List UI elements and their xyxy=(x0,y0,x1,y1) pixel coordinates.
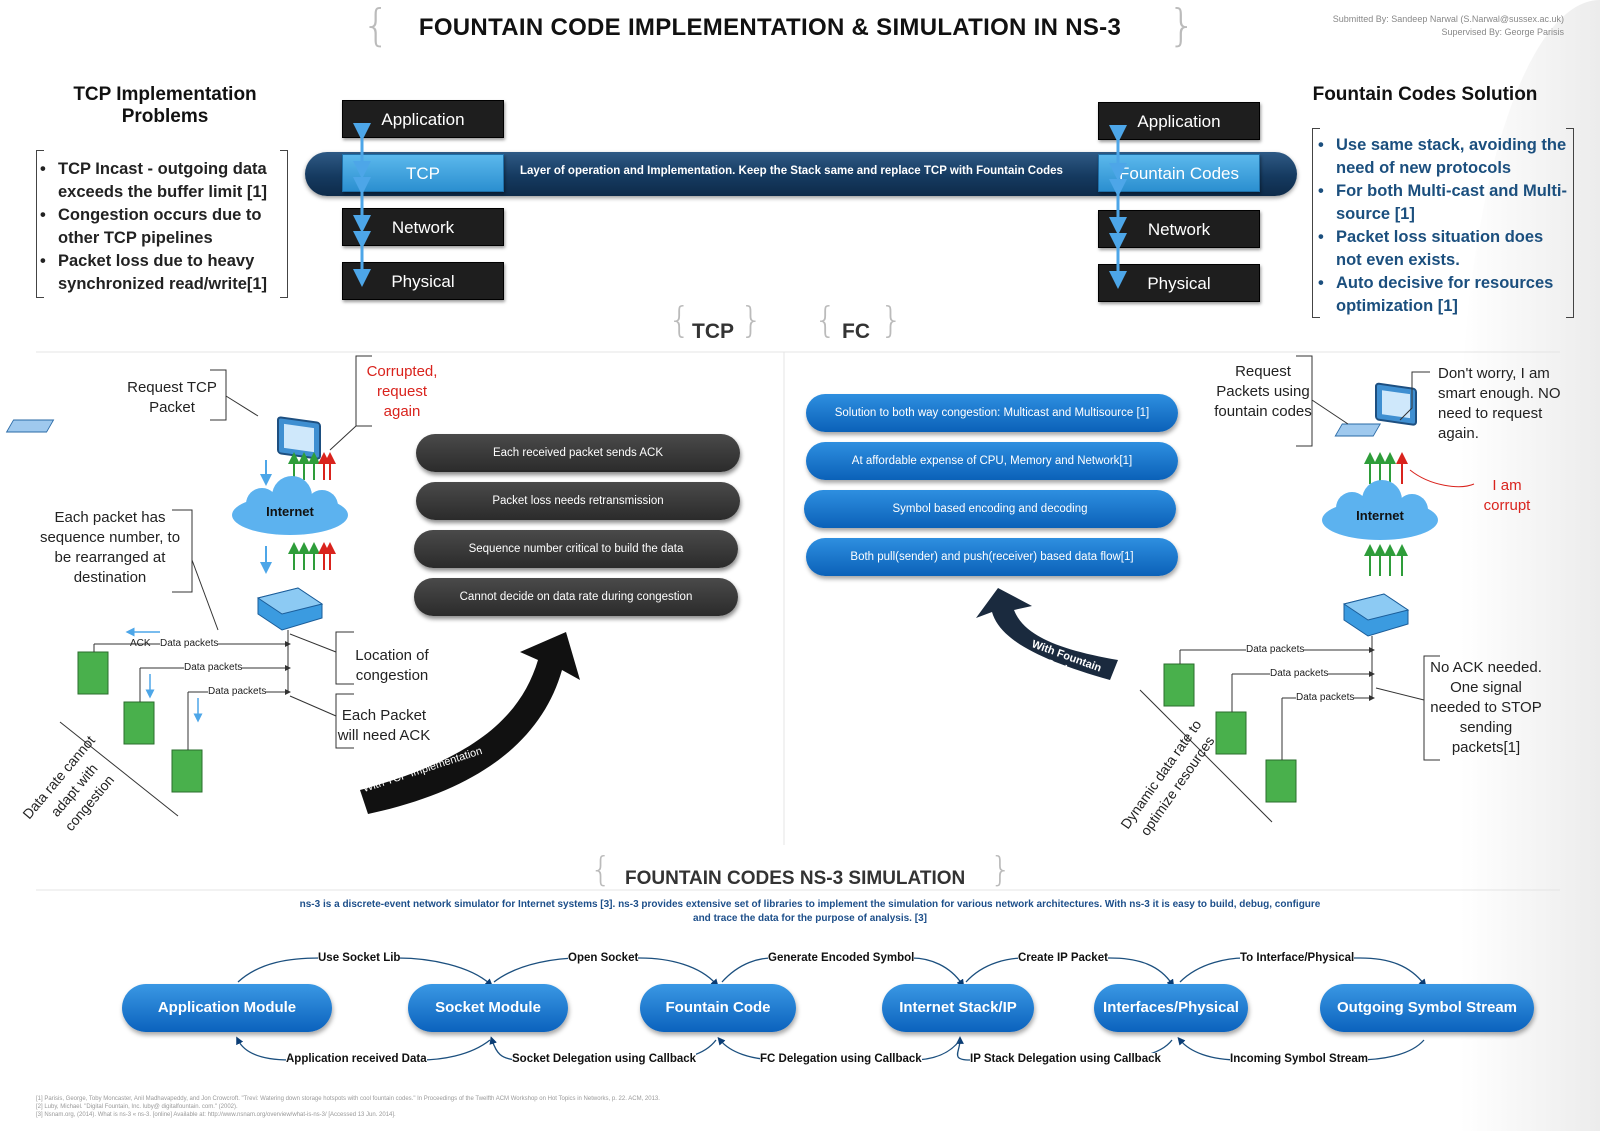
flow-top-label: Generate Encoded Symbol xyxy=(768,952,915,964)
list-item: Congestion occurs due to other TCP pipel… xyxy=(38,204,278,250)
section-fc-label: FC xyxy=(842,320,870,343)
tcp-point: Packet loss needs retransmission xyxy=(416,482,740,520)
client-computer-left-icon xyxy=(5,416,321,460)
internet-cloud-left-icon xyxy=(232,476,348,535)
fc-point: Both pull(sender) and push(receiver) bas… xyxy=(806,538,1178,576)
bracket: } xyxy=(740,300,763,341)
no-ack-label: No ACK needed. One signal needed to STOP… xyxy=(1430,659,1542,756)
data-packets-label: Data packets xyxy=(1270,668,1329,679)
tcp-problems-list: TCP Incast - outgoing data exceeds the b… xyxy=(38,158,278,296)
flow-top-label: Use Socket Lib xyxy=(318,952,401,964)
bracket: { xyxy=(590,850,612,890)
request-tcp-label: Request TCP Packet xyxy=(127,379,217,416)
data-packets-label: Data packets xyxy=(208,686,267,697)
tcp-curved-arrow xyxy=(360,632,580,814)
client-computer-right-icon xyxy=(1334,382,1417,437)
tcp-lower-arrows xyxy=(260,542,336,574)
dont-worry-label: Don't worry, I am smart enough. NO need … xyxy=(1438,365,1561,442)
tcp-point: Sequence number critical to build the da… xyxy=(414,530,738,568)
module-interfaces: Interfaces/Physical xyxy=(1094,984,1248,1032)
module-application: Application Module xyxy=(122,984,332,1032)
bracket xyxy=(1566,128,1574,318)
sequence-label: Each packet has sequence number, to be r… xyxy=(39,509,181,586)
internet-left: Internet xyxy=(234,490,346,536)
flow-top-label: Create IP Packet xyxy=(1018,952,1108,964)
router-left-icon xyxy=(256,587,324,631)
module-outgoing-stream: Outgoing Symbol Stream xyxy=(1320,984,1534,1032)
congestion-location-label: Location of congestion xyxy=(355,647,429,684)
bracket: } xyxy=(990,850,1012,890)
section-tcp-label: TCP xyxy=(692,320,734,343)
internet-label: Internet xyxy=(1356,508,1404,523)
fc-upper-arrows xyxy=(1364,452,1408,484)
simulation-title: FOUNTAIN CODES NS-3 SIMULATION xyxy=(625,868,966,889)
flow-bottom-label: FC Delegation using Callback xyxy=(760,1053,922,1065)
router-right-icon xyxy=(1342,593,1410,637)
tcp-upper-arrows xyxy=(260,452,336,486)
flow-top-label: To Interface/Physical xyxy=(1240,952,1355,964)
references: [1] Parisis, George, Toby Moncaster, Ani… xyxy=(36,1095,660,1119)
list-item: TCP Incast - outgoing data exceeds the b… xyxy=(38,158,278,204)
flow-bottom-label: Application received Data xyxy=(286,1053,427,1065)
list-item: Packet loss due to heavy synchronized re… xyxy=(38,250,278,296)
stack-left-application: Application xyxy=(342,100,504,138)
server-icon xyxy=(1163,663,1297,803)
simulation-description: ns-3 is a discrete-event network simulat… xyxy=(299,899,1321,924)
module-internet-stack: Internet Stack/IP xyxy=(882,984,1034,1032)
internet-label: Internet xyxy=(266,504,314,519)
server-icon xyxy=(77,651,203,793)
fc-solution-list: Use same stack, avoiding the need of new… xyxy=(1316,134,1568,318)
internet-right: Internet xyxy=(1324,494,1436,540)
fc-request-label: Request Packets using fountain codes xyxy=(1214,363,1312,420)
flow-bottom-label: Socket Delegation using Callback xyxy=(512,1053,697,1065)
fc-point: At affordable expense of CPU, Memory and… xyxy=(806,442,1178,480)
corrupted-label: Corrupted, request again xyxy=(366,363,438,420)
flow-top-label: Open Socket xyxy=(568,952,639,964)
corrupt-connector xyxy=(1409,469,1475,488)
title-bracket-left: { xyxy=(362,0,390,51)
list-item: For both Multi-cast and Multi-source [1] xyxy=(1316,180,1568,226)
pipe-caption: Layer of operation and Implementation. K… xyxy=(520,165,1063,177)
module-socket: Socket Module xyxy=(408,984,568,1032)
title-bracket-right: } xyxy=(1168,0,1196,51)
submitted-by: Submitted By: Sandeep Narwal (S.Narwal@s… xyxy=(1332,14,1564,24)
reference: [2] Luby, Michael. "Digital Fountain, In… xyxy=(36,1104,238,1110)
fc-curved-arrow xyxy=(976,588,1118,680)
reference: [3] Nsnam.org, (2014). What is ns-3 « ns… xyxy=(36,1112,396,1118)
stack-arrows xyxy=(353,123,1127,289)
internet-cloud-right-icon xyxy=(1322,480,1438,540)
i-am-corrupt-label: I am corrupt xyxy=(1483,477,1531,514)
supervised-by: Supervised By: George Parisis xyxy=(1441,27,1564,37)
fc-point: Solution to both way congestion: Multica… xyxy=(806,394,1178,432)
data-packets-label: Data packets xyxy=(1246,644,1305,655)
flow-bottom-label: IP Stack Delegation using Callback xyxy=(970,1053,1161,1065)
list-item: Use same stack, avoiding the need of new… xyxy=(1316,134,1568,180)
fc-lower-arrows xyxy=(1364,544,1408,576)
fc-point: Symbol based encoding and decoding xyxy=(804,490,1176,528)
reference: [1] Parisis, George, Toby Moncaster, Ani… xyxy=(36,1096,660,1102)
data-packets-label: Data packets xyxy=(184,662,243,673)
data-packets-label: Data packets xyxy=(1296,692,1355,703)
module-fountain-code: Fountain Code xyxy=(640,984,796,1032)
bracket xyxy=(280,150,288,298)
tcp-point: Cannot decide on data rate during conges… xyxy=(414,578,738,616)
page-title: FOUNTAIN CODE IMPLEMENTATION & SIMULATIO… xyxy=(418,14,1122,41)
list-item: Packet loss situation does not even exis… xyxy=(1316,226,1568,272)
bracket: { xyxy=(814,300,837,341)
bracket: } xyxy=(880,300,903,341)
tcp-problems-title: TCP Implementation Problems xyxy=(73,84,257,127)
tcp-point: Each received packet sends ACK xyxy=(416,434,740,472)
flow-bottom-label: Incoming Symbol Stream xyxy=(1230,1053,1369,1065)
fc-solution-title: Fountain Codes Solution xyxy=(1312,84,1538,105)
list-item: Auto decisive for resources optimization… xyxy=(1316,272,1568,318)
each-packet-ack-label: Each Packet will need ACK xyxy=(337,707,431,744)
bracket xyxy=(36,150,44,298)
data-packets-label: Data packets xyxy=(160,638,219,649)
ack-label: ACK xyxy=(130,638,151,649)
bracket: { xyxy=(668,300,691,341)
